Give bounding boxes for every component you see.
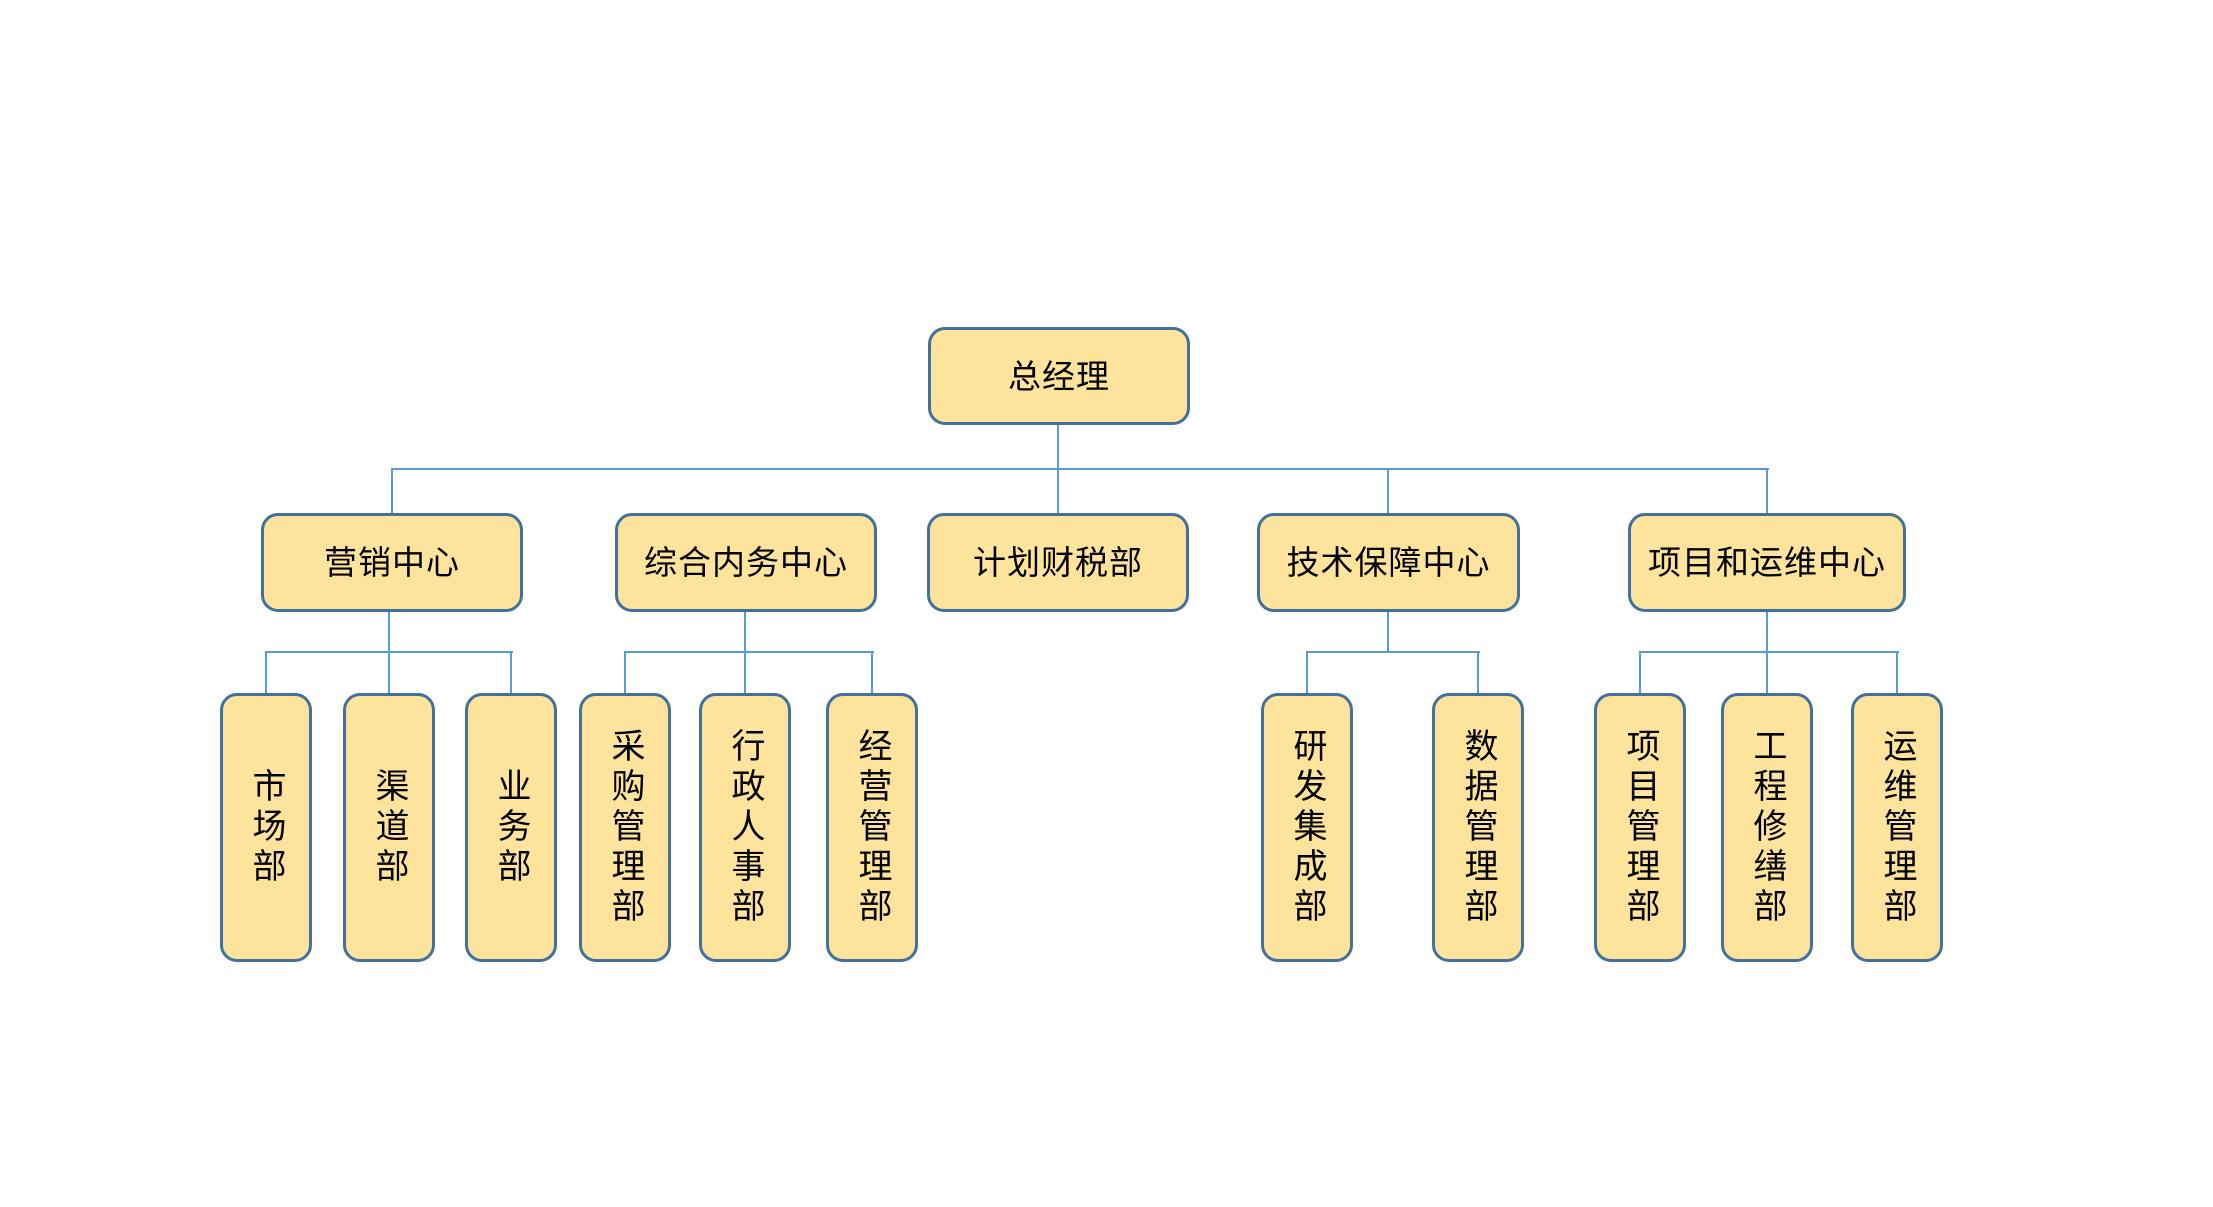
connector-tech-support-horizontal [1306, 651, 1480, 653]
connector-tech-support-stem [1387, 612, 1389, 653]
connector-drop-admin-hr-dept [744, 651, 746, 694]
connector-drop-technical-support [1387, 468, 1389, 514]
connector-drop-rd-integration-dept [1306, 651, 1308, 694]
node-market-dept[interactable]: 市场部 [220, 693, 312, 962]
node-engineering-repair-dept-label: 工程修缮部 [1747, 727, 1787, 928]
node-market-dept-label: 市场部 [246, 767, 286, 888]
node-engineering-repair-dept[interactable]: 工程修缮部 [1721, 693, 1813, 962]
connector-drop-ops-maintenance-dept [1896, 651, 1898, 694]
node-operations-maintenance-dept-label: 运维管理部 [1877, 727, 1917, 928]
connector-drop-planning-finance-tax [1057, 468, 1059, 514]
node-procurement-management-dept-label: 采购管理部 [605, 727, 645, 928]
connector-drop-procurement-dept [624, 651, 626, 694]
node-project-and-operations-center-label: 项目和运维中心 [1648, 543, 1886, 582]
node-business-dept-label: 业务部 [491, 767, 531, 888]
connector-drop-market-dept [265, 651, 267, 694]
node-general-internal-affairs-center-label: 综合内务中心 [644, 543, 848, 582]
node-business-dept[interactable]: 业务部 [465, 693, 557, 962]
connector-drop-operation-mgmt-dept [871, 651, 873, 694]
connector-root-stem [1057, 425, 1059, 469]
connector-drop-channel-dept [388, 651, 390, 694]
node-rd-integration-dept[interactable]: 研发集成部 [1261, 693, 1353, 962]
node-data-management-dept[interactable]: 数据管理部 [1432, 693, 1524, 962]
node-admin-hr-dept[interactable]: 行政人事部 [699, 693, 791, 962]
node-rd-integration-dept-label: 研发集成部 [1287, 727, 1327, 928]
connector-level2-horizontal [391, 468, 1769, 470]
connector-project-ops-stem [1766, 612, 1768, 653]
node-marketing-center[interactable]: 营销中心 [261, 513, 523, 612]
node-operation-management-dept-label: 经营管理部 [852, 727, 892, 928]
connector-drop-engineering-repair-dept [1766, 651, 1768, 694]
connector-marketing-stem [388, 612, 390, 653]
connector-drop-marketing-center [391, 468, 393, 514]
connector-drop-data-mgmt-dept [1477, 651, 1479, 694]
connector-project-ops-horizontal [1639, 651, 1899, 653]
node-marketing-center-label: 营销中心 [324, 543, 460, 582]
node-general-internal-affairs-center[interactable]: 综合内务中心 [615, 513, 877, 612]
node-project-management-dept-label: 项目管理部 [1620, 727, 1660, 928]
node-admin-hr-dept-label: 行政人事部 [725, 727, 765, 928]
node-general-manager[interactable]: 总经理 [928, 327, 1190, 425]
node-planning-finance-tax-dept-label: 计划财税部 [973, 543, 1143, 582]
node-procurement-management-dept[interactable]: 采购管理部 [579, 693, 671, 962]
connector-general-affairs-horizontal [624, 651, 874, 653]
node-channel-dept[interactable]: 渠道部 [343, 693, 435, 962]
node-channel-dept-label: 渠道部 [369, 767, 409, 888]
node-general-manager-label: 总经理 [1008, 356, 1110, 396]
connector-drop-business-dept [510, 651, 512, 694]
connector-drop-project-mgmt-dept [1639, 651, 1641, 694]
connector-general-affairs-stem [744, 612, 746, 653]
node-planning-finance-tax-dept[interactable]: 计划财税部 [927, 513, 1189, 612]
node-data-management-dept-label: 数据管理部 [1458, 727, 1498, 928]
node-technical-support-center-label: 技术保障中心 [1286, 543, 1491, 582]
connector-drop-project-operations [1766, 468, 1768, 514]
node-operations-maintenance-dept[interactable]: 运维管理部 [1851, 693, 1943, 962]
node-project-management-dept[interactable]: 项目管理部 [1594, 693, 1686, 962]
node-operation-management-dept[interactable]: 经营管理部 [826, 693, 918, 962]
node-project-and-operations-center[interactable]: 项目和运维中心 [1628, 513, 1906, 612]
node-technical-support-center[interactable]: 技术保障中心 [1257, 513, 1520, 612]
